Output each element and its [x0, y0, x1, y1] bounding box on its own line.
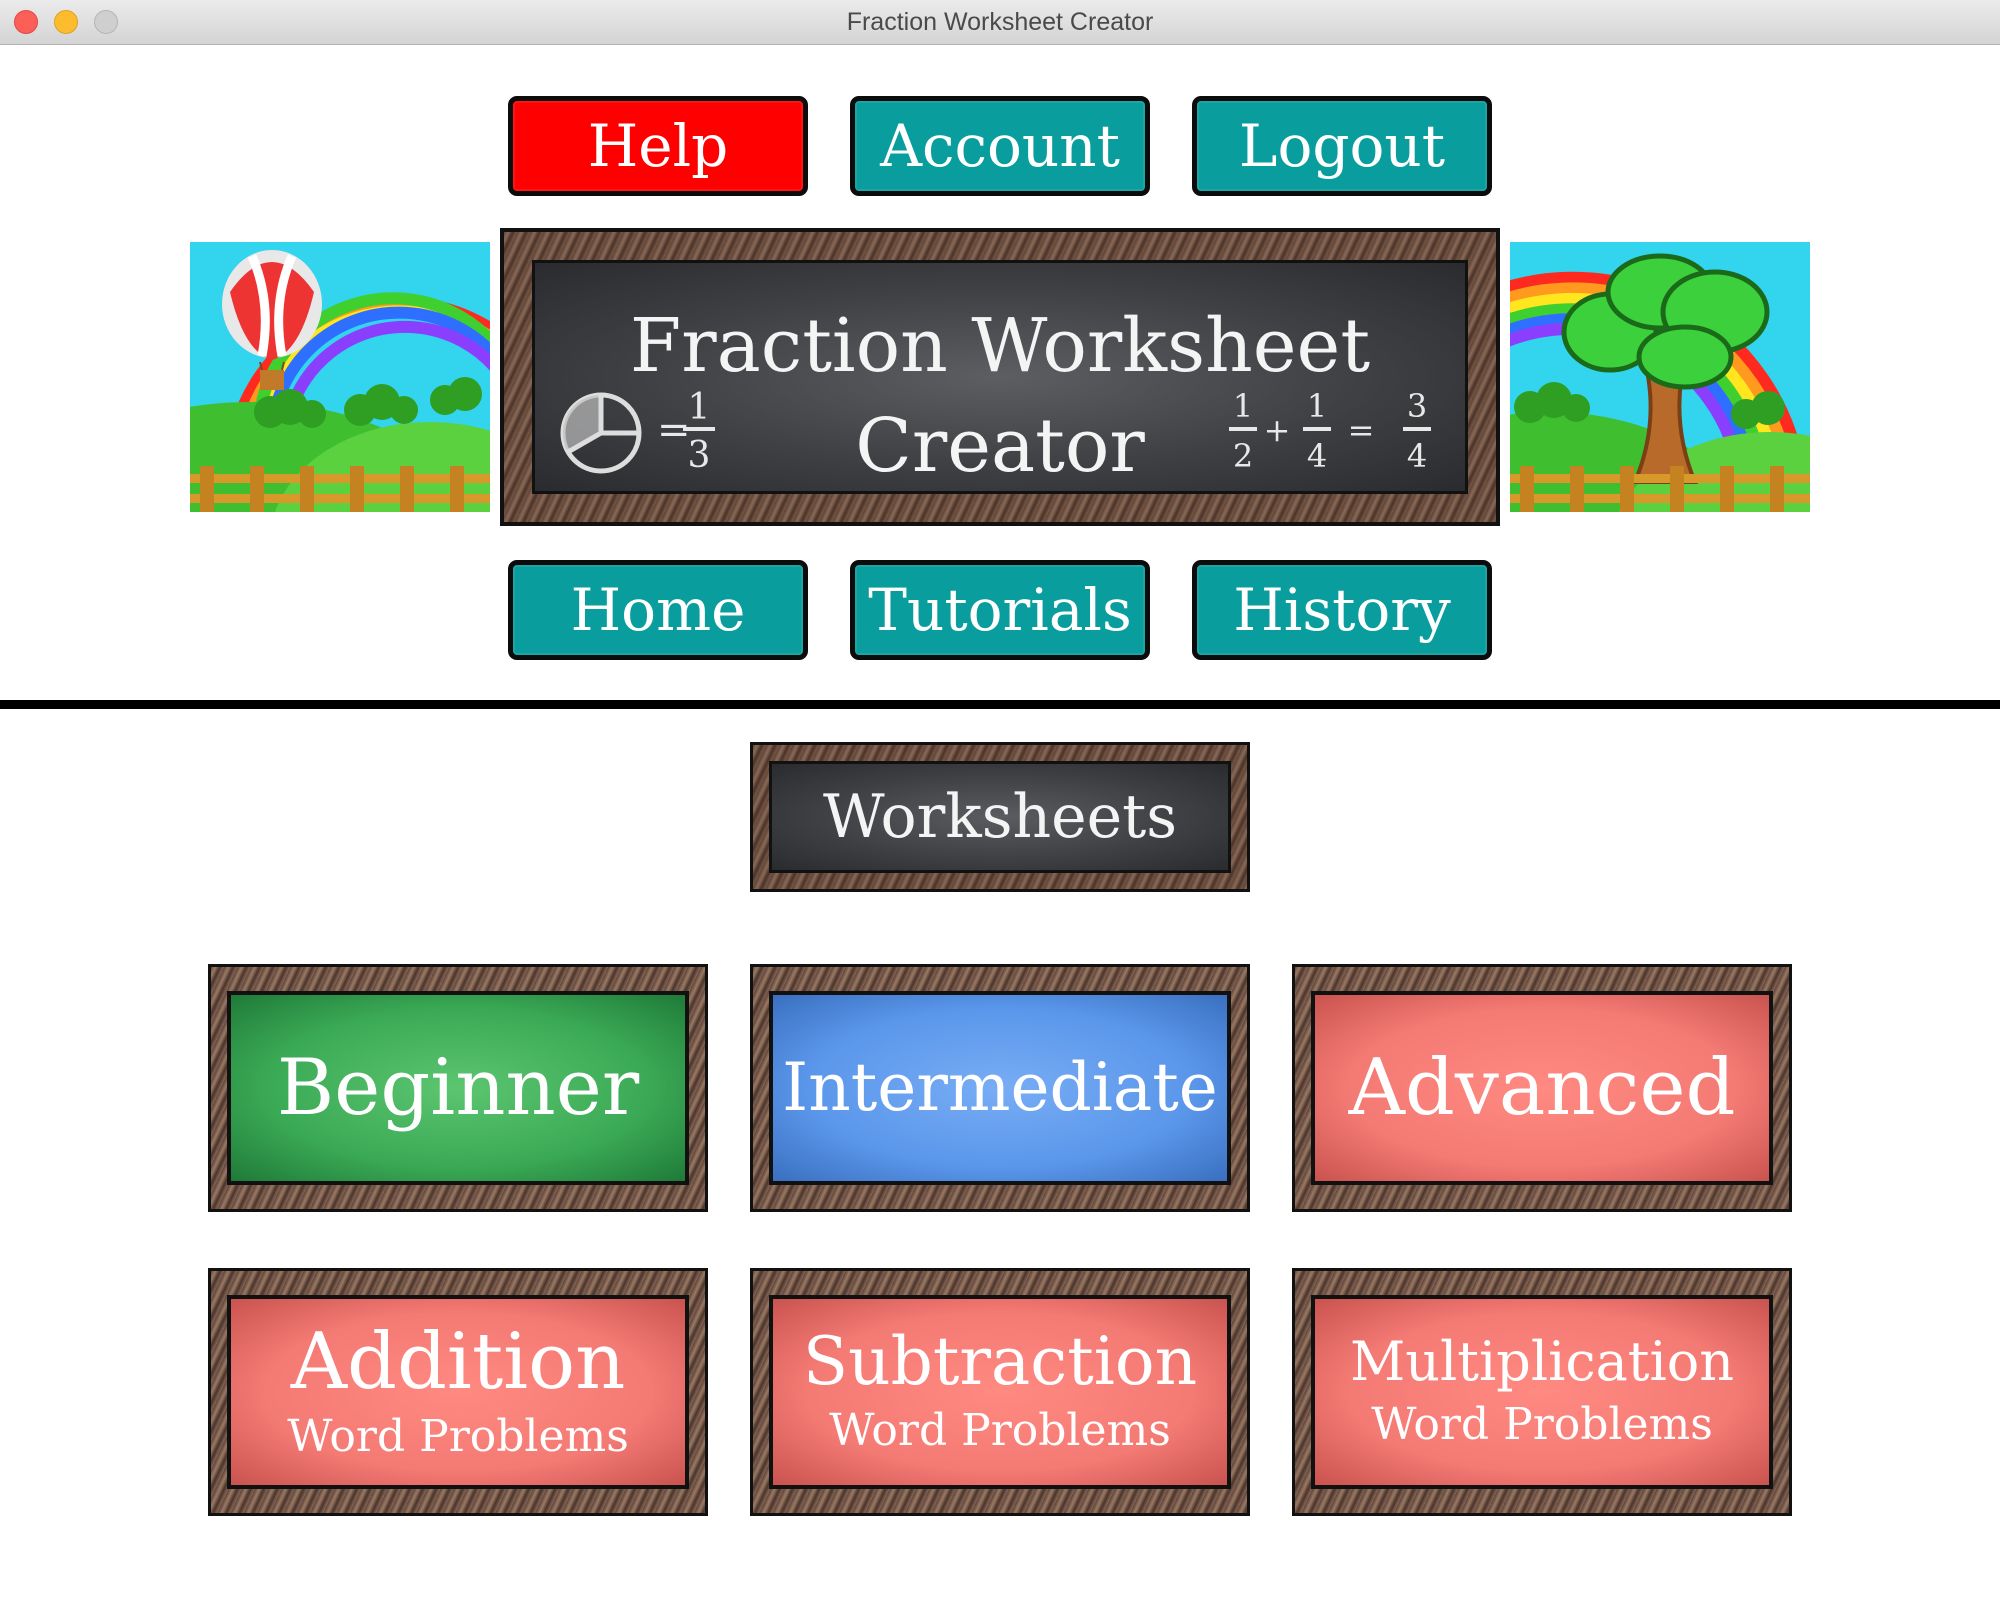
zoom-window-button[interactable] [94, 10, 118, 34]
beginner-board: Beginner [227, 991, 689, 1185]
worksheets-header: Worksheets [769, 761, 1231, 873]
intermediate-board: Intermediate [769, 991, 1231, 1185]
advanced-board: Advanced [1311, 991, 1773, 1185]
fraction-a-numerator: 1 [1233, 387, 1253, 425]
section-divider [0, 700, 2000, 709]
plus-sign: + [1264, 411, 1291, 449]
tutorials-button[interactable]: Tutorials [850, 560, 1150, 660]
fraction-c-denominator: 4 [1407, 437, 1427, 475]
chalkboard-surface: Fraction Worksheet Creator = 1 3 1 2 + 1 [532, 260, 1468, 494]
title-chalkboard: Fraction Worksheet Creator = 1 3 1 2 + 1 [500, 228, 1500, 526]
fraction-c-numerator: 3 [1407, 387, 1427, 425]
advanced-worksheet-button[interactable]: Advanced [1292, 964, 1792, 1212]
advanced-label: Advanced [1348, 1043, 1736, 1133]
addition-board: Addition Word Problems [227, 1295, 689, 1489]
tree-scene-icon [1510, 242, 1810, 512]
pie-fraction-equation: = 1 3 [560, 387, 715, 476]
subtraction-subtitle: Word Problems [829, 1404, 1171, 1456]
rainbow-tree-illustration [1510, 242, 1810, 512]
beginner-worksheet-button[interactable]: Beginner [208, 964, 708, 1212]
addition-label: Addition [290, 1316, 626, 1407]
subtraction-word-problems-button[interactable]: Subtraction Word Problems [750, 1268, 1250, 1516]
close-window-button[interactable] [14, 10, 38, 34]
intermediate-label: Intermediate [782, 1049, 1218, 1126]
account-button[interactable]: Account [850, 96, 1150, 196]
window-title: Fraction Worksheet Creator [846, 8, 1154, 36]
equals-sign: = [1348, 411, 1375, 449]
fraction-b-denominator: 4 [1307, 437, 1327, 475]
help-button[interactable]: Help [508, 96, 808, 196]
multiplication-subtitle: Word Problems [1371, 1398, 1713, 1450]
beginner-label: Beginner [276, 1043, 640, 1133]
rainbow-balloon-illustration [190, 242, 490, 512]
home-button[interactable]: Home [508, 560, 808, 660]
subtraction-board: Subtraction Word Problems [769, 1295, 1231, 1489]
fraction-numerator: 1 [688, 387, 711, 428]
balloon-scene-icon [190, 242, 490, 512]
fraction-addition-equation: 1 2 + 1 4 = 3 4 [1229, 387, 1431, 475]
addition-subtitle: Word Problems [287, 1410, 629, 1462]
addition-word-problems-button[interactable]: Addition Word Problems [208, 1268, 708, 1516]
logout-button[interactable]: Logout [1192, 96, 1492, 196]
subtraction-label: Subtraction [802, 1322, 1198, 1400]
minimize-window-button[interactable] [54, 10, 78, 34]
fraction-denominator: 3 [688, 435, 711, 476]
multiplication-word-problems-button[interactable]: Multiplication Word Problems [1292, 1268, 1792, 1516]
fraction-b-numerator: 1 [1307, 387, 1327, 425]
app-title-line-1: Fraction Worksheet [629, 303, 1371, 389]
fraction-a-denominator: 2 [1233, 437, 1253, 475]
worksheets-header-board: Worksheets [750, 742, 1250, 892]
history-button[interactable]: History [1192, 560, 1492, 660]
intermediate-worksheet-button[interactable]: Intermediate [750, 964, 1250, 1212]
multiplication-label: Multiplication [1349, 1329, 1735, 1393]
app-title-line-2: Creator [855, 403, 1145, 489]
title-bar: Fraction Worksheet Creator [0, 0, 2000, 45]
multiplication-board: Multiplication Word Problems [1311, 1295, 1773, 1489]
